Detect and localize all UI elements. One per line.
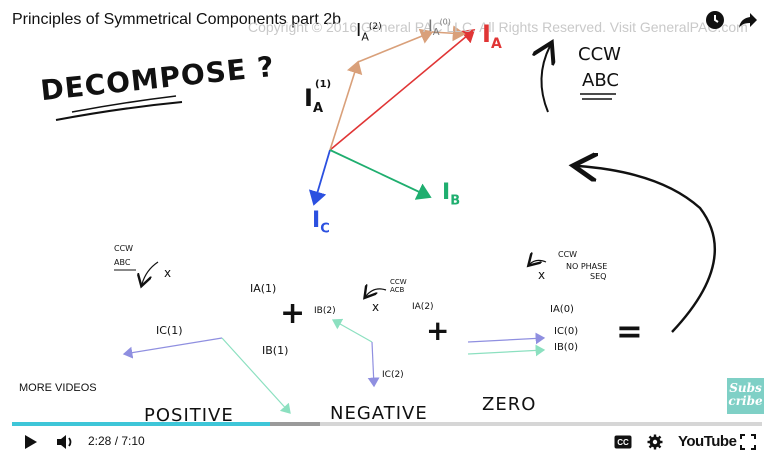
pos-ib-vector bbox=[221, 337, 291, 414]
seq-label: SEQ bbox=[590, 272, 607, 281]
youtube-logo[interactable]: YouTube bbox=[678, 433, 737, 450]
positive-label: POSITIVE bbox=[144, 405, 234, 426]
ccw-label: CCW bbox=[578, 44, 621, 65]
positive-sequence bbox=[122, 337, 291, 414]
equals-sign: = bbox=[616, 312, 643, 350]
abc-label: ABC bbox=[582, 70, 619, 91]
ccw-arc bbox=[541, 46, 550, 113]
ccw-small-label: CCW bbox=[114, 244, 134, 253]
zero-label: ZERO bbox=[482, 394, 537, 415]
pos-ib-label: IB(1) bbox=[262, 344, 289, 357]
video-title[interactable]: Principles of Symmetrical Components par… bbox=[12, 11, 342, 28]
subscribe-label-1: Subs bbox=[729, 381, 762, 395]
copyright-watermark: Copyright © 2016 General PAC LLC. All Ri… bbox=[248, 19, 748, 35]
zero-ib-vector bbox=[467, 344, 546, 357]
ia1-vector bbox=[329, 60, 363, 151]
pos-x-mark: x bbox=[164, 266, 172, 280]
share-icon[interactable] bbox=[738, 10, 758, 35]
ib-label: IB bbox=[442, 180, 461, 209]
ia1-label: IA(1) bbox=[304, 79, 332, 116]
subscribe-label-2: cribe bbox=[728, 394, 763, 408]
ia2-label: IA(2) bbox=[356, 20, 382, 44]
neg-ib-vector bbox=[331, 318, 373, 343]
decompose-underline bbox=[55, 101, 183, 121]
ccw-small-label-2: CCW bbox=[390, 278, 407, 286]
volume-icon[interactable] bbox=[54, 431, 76, 453]
phasor-diagram bbox=[308, 25, 476, 206]
clock-icon[interactable] bbox=[705, 10, 725, 35]
progress-bar[interactable] bbox=[12, 422, 762, 426]
no-phase-label: NO PHASE bbox=[566, 262, 608, 271]
zero-sequence bbox=[467, 332, 546, 357]
svg-text:CC: CC bbox=[617, 438, 629, 447]
pos-ic-label: IC(1) bbox=[156, 324, 183, 337]
time-display: 2:28 / 7:10 bbox=[88, 434, 145, 448]
control-bar: 2:28 / 7:10 CC YouTube bbox=[0, 428, 772, 456]
zero-ia-label: IA(0) bbox=[550, 304, 574, 315]
current-time: 2:28 bbox=[88, 434, 112, 448]
negative-label: NEGATIVE bbox=[330, 403, 428, 424]
neg-ia-label: IA(2) bbox=[412, 302, 434, 312]
zero-ic-label: IC(0) bbox=[554, 326, 579, 337]
duration: 7:10 bbox=[121, 434, 145, 448]
neg-ic-vector bbox=[367, 341, 380, 388]
fullscreen-icon[interactable] bbox=[738, 431, 758, 453]
acb-small-label: ACB bbox=[390, 286, 405, 294]
neg-ic-label: IC(2) bbox=[382, 370, 404, 380]
ib-vector bbox=[329, 149, 432, 200]
neg-x-mark: x bbox=[372, 300, 380, 314]
zero-x-mark: x bbox=[538, 268, 546, 282]
ia0-label: IA(0) bbox=[428, 16, 451, 39]
pos-ic-vector bbox=[122, 337, 223, 359]
more-videos-button[interactable]: MORE VIDEOS bbox=[19, 382, 97, 394]
plus-1: + bbox=[280, 296, 306, 331]
abc-small-label: ABC bbox=[114, 258, 131, 267]
settings-icon[interactable] bbox=[644, 431, 666, 453]
zero-ia-vector bbox=[467, 332, 546, 345]
played-bar bbox=[12, 422, 270, 426]
ia-total-label: IA bbox=[482, 20, 502, 52]
ia0-vector bbox=[431, 25, 466, 42]
ic-vector bbox=[308, 149, 331, 206]
play-icon[interactable] bbox=[20, 431, 42, 453]
neg-ib-label: IB(2) bbox=[314, 306, 336, 316]
negative-sequence bbox=[331, 318, 380, 388]
pos-ia-label: IA(1) bbox=[250, 282, 277, 295]
plus-2: + bbox=[426, 314, 450, 347]
zero-ib-label: IB(0) bbox=[554, 342, 578, 353]
ia2-vector bbox=[357, 28, 434, 63]
ic-label: IC bbox=[312, 208, 330, 237]
cc-icon[interactable]: CC bbox=[612, 431, 634, 453]
time-separator: / bbox=[111, 434, 122, 448]
ia-total-vector bbox=[329, 28, 476, 151]
ccw-small-label-3: CCW bbox=[558, 250, 578, 259]
subscribe-button[interactable]: Subs cribe bbox=[727, 378, 764, 414]
return-arrow bbox=[578, 166, 716, 333]
